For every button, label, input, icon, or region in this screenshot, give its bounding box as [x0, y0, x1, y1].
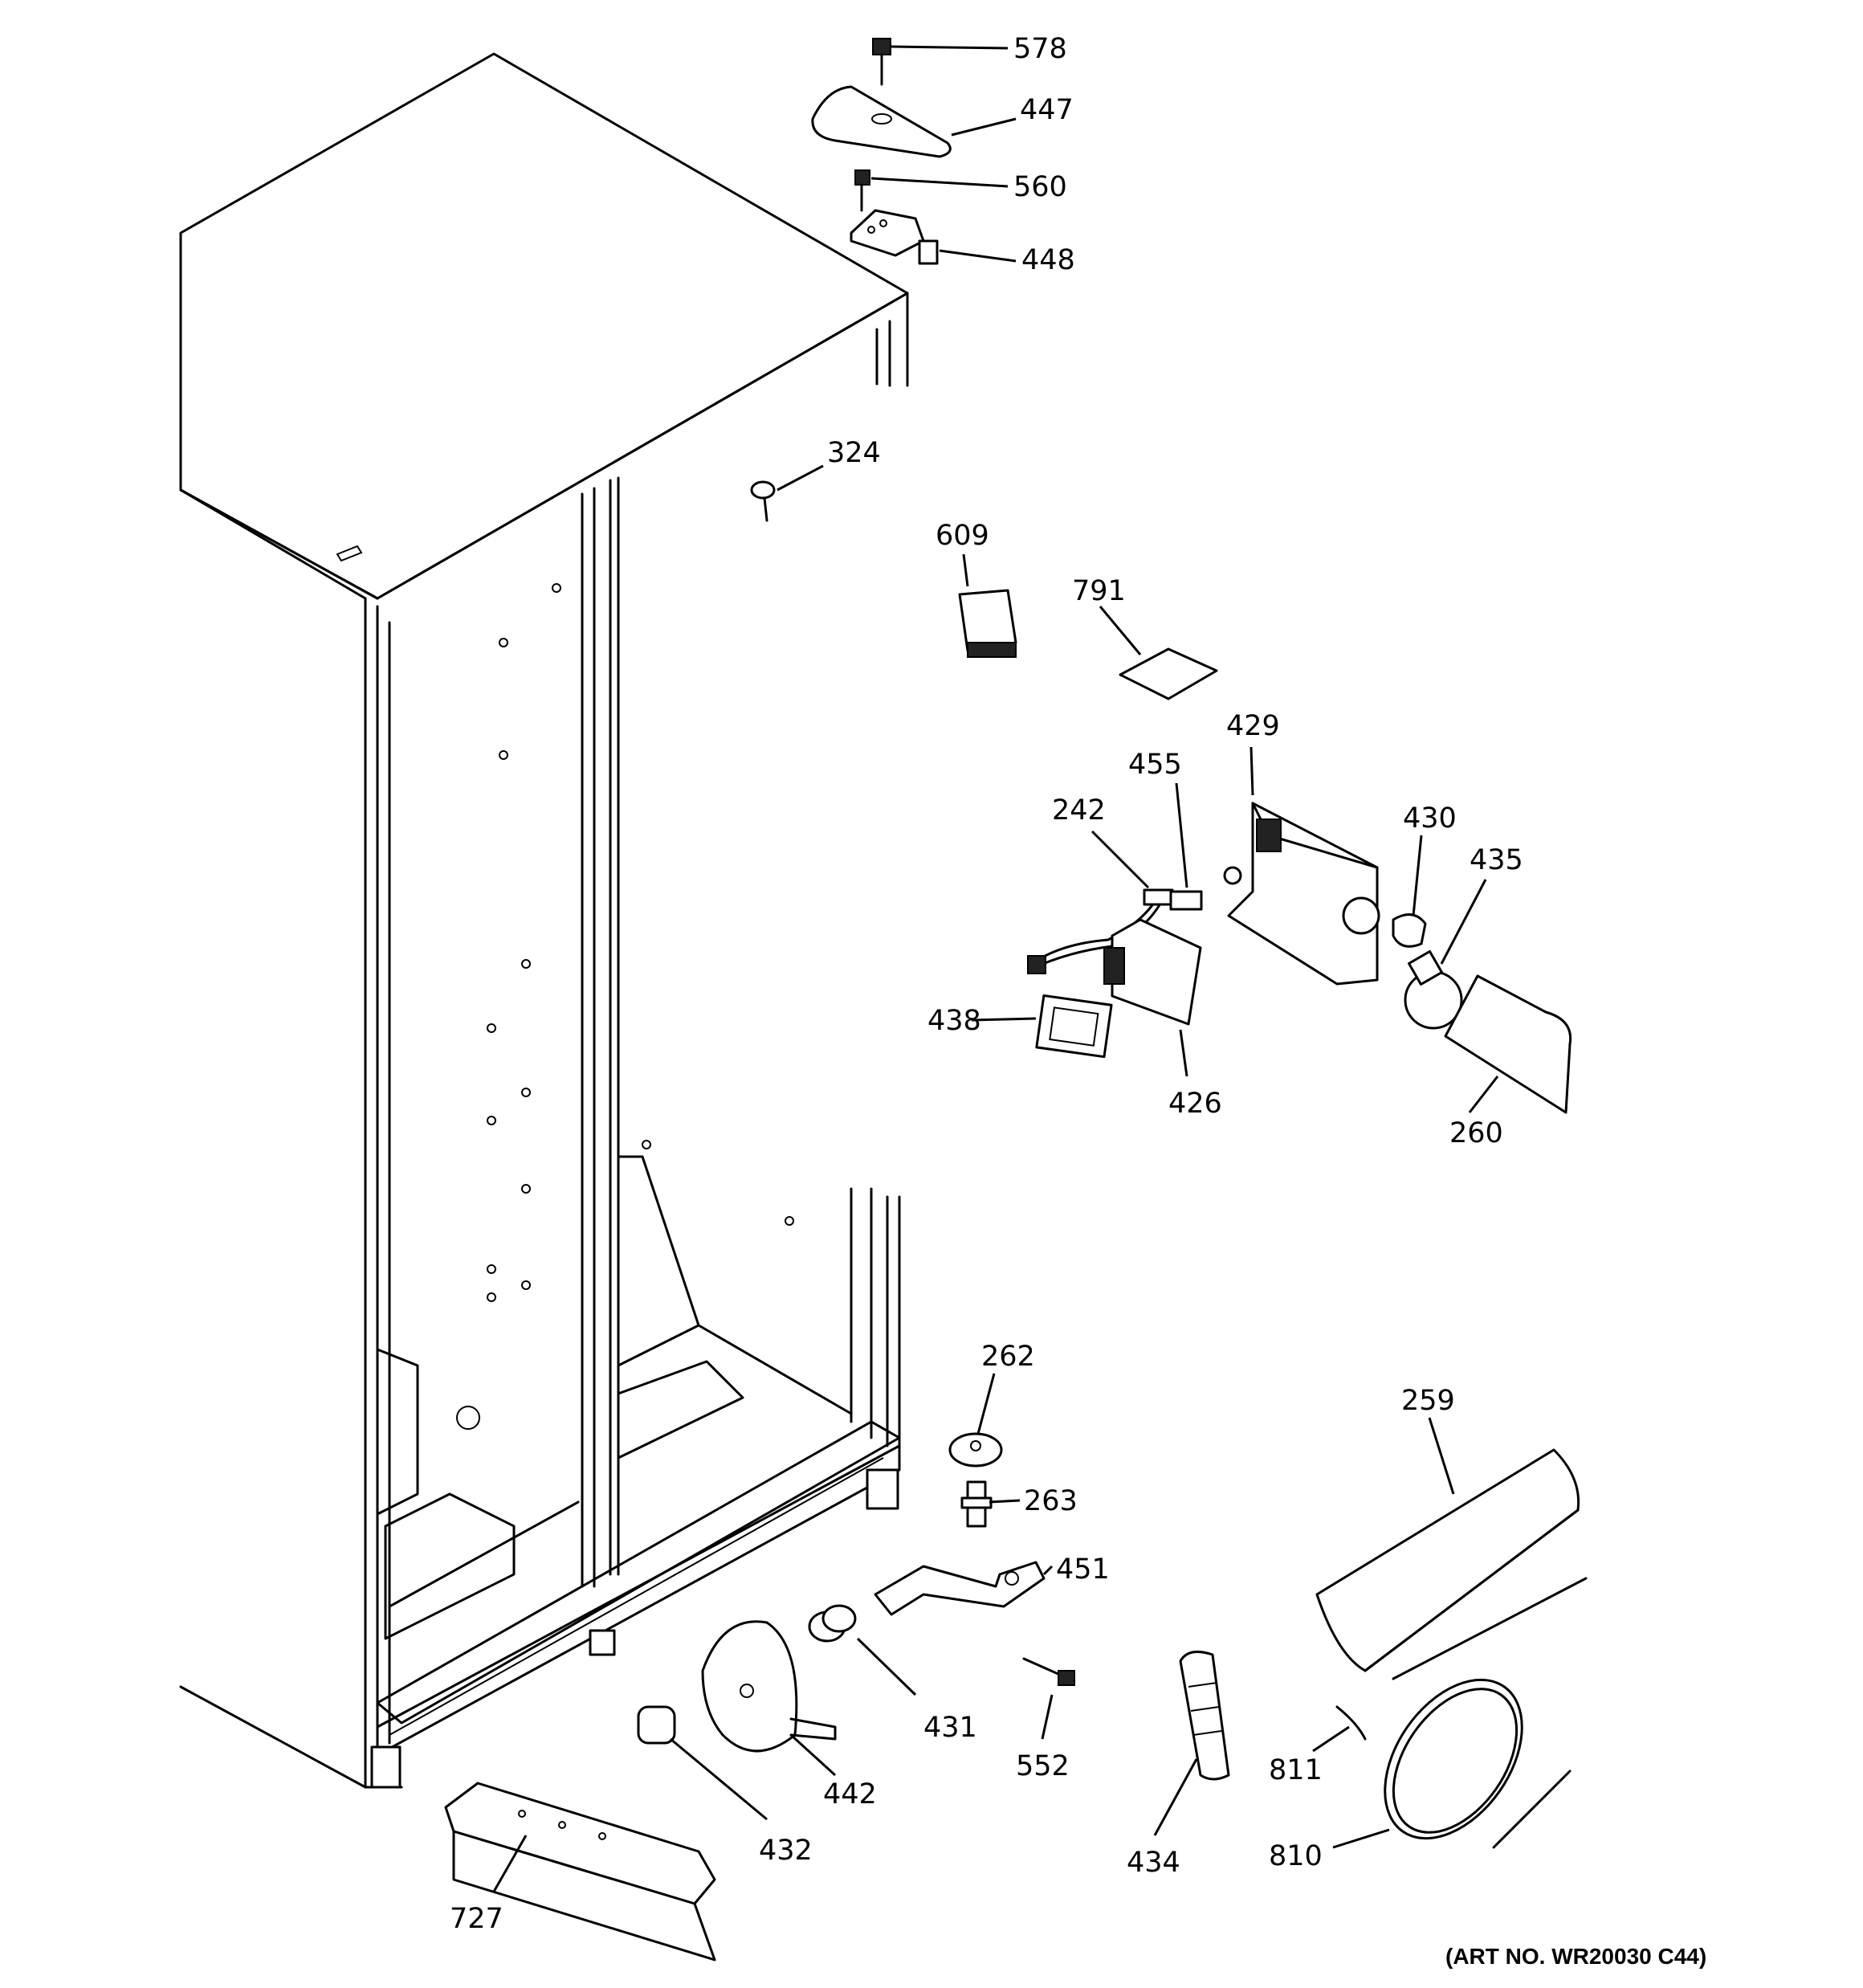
part-811-clamp — [1335, 1705, 1367, 1741]
part-438-gasket — [1035, 994, 1113, 1059]
part-260-light-shield — [1444, 974, 1572, 1114]
part-242-wire-harness — [1027, 888, 1174, 974]
part-259-grille — [1315, 1448, 1580, 1672]
callout-560: 560 — [1013, 171, 1067, 203]
callout-434: 434 — [1127, 1847, 1180, 1879]
part-578-screw — [872, 38, 891, 86]
part-560-screw — [854, 169, 870, 212]
art-number: (ART NO. WR20030 C44) — [1445, 1944, 1707, 1969]
callout-435: 435 — [1470, 844, 1523, 876]
part-262-cam — [948, 1432, 1003, 1468]
callout-811: 811 — [1269, 1754, 1323, 1786]
part-431-bushing — [808, 1604, 857, 1643]
callout-260: 260 — [1449, 1117, 1503, 1149]
part-324-plug — [750, 480, 776, 522]
callout-431: 431 — [923, 1712, 977, 1744]
part-609-switch — [958, 589, 1017, 658]
callout-324: 324 — [827, 437, 881, 469]
callout-609: 609 — [936, 520, 989, 552]
part-434-vent — [1179, 1650, 1230, 1781]
part-552-screw — [1022, 1657, 1075, 1686]
part-430-socket — [1392, 913, 1427, 948]
part-791-cover — [1119, 647, 1218, 700]
callout-727: 727 — [450, 1903, 503, 1935]
part-448-hinge — [850, 209, 939, 265]
part-263-pin — [960, 1480, 993, 1528]
callout-432: 432 — [759, 1835, 813, 1867]
part-810-tubing-coil — [1384, 1577, 1588, 1849]
leader-lines — [492, 45, 1499, 1892]
callout-259: 259 — [1401, 1385, 1455, 1417]
callout-552: 552 — [1016, 1750, 1070, 1782]
callout-810: 810 — [1269, 1840, 1323, 1872]
part-455-sensor — [1169, 890, 1203, 911]
part-442-cam — [701, 1620, 837, 1753]
callout-labels: 578 447 560 448 324 609 791 429 455 242 … — [450, 33, 1523, 1935]
part-432-spacer — [637, 1705, 676, 1745]
callout-451: 451 — [1056, 1553, 1110, 1586]
callout-448: 448 — [1021, 244, 1075, 276]
callout-263: 263 — [1024, 1485, 1078, 1517]
part-435-bulb — [1404, 950, 1463, 1030]
callout-791: 791 — [1072, 575, 1126, 607]
callout-578: 578 — [1013, 33, 1067, 65]
part-429-light-housing — [1223, 802, 1380, 986]
callout-242: 242 — [1052, 794, 1106, 827]
callout-430: 430 — [1403, 802, 1457, 835]
callout-429: 429 — [1226, 710, 1280, 742]
part-451-bottom-hinge — [874, 1561, 1046, 1616]
refrigerator-cabinet — [179, 52, 909, 1789]
part-727-toe-kick — [444, 1782, 716, 1961]
part-447-hinge-cover — [811, 85, 952, 158]
callout-438: 438 — [927, 1005, 981, 1037]
callout-426: 426 — [1168, 1088, 1222, 1120]
part-426-light-socket — [1103, 918, 1202, 1026]
callout-455: 455 — [1128, 749, 1182, 781]
callout-442: 442 — [823, 1778, 877, 1810]
callout-262: 262 — [981, 1341, 1035, 1373]
callout-447: 447 — [1020, 94, 1074, 126]
